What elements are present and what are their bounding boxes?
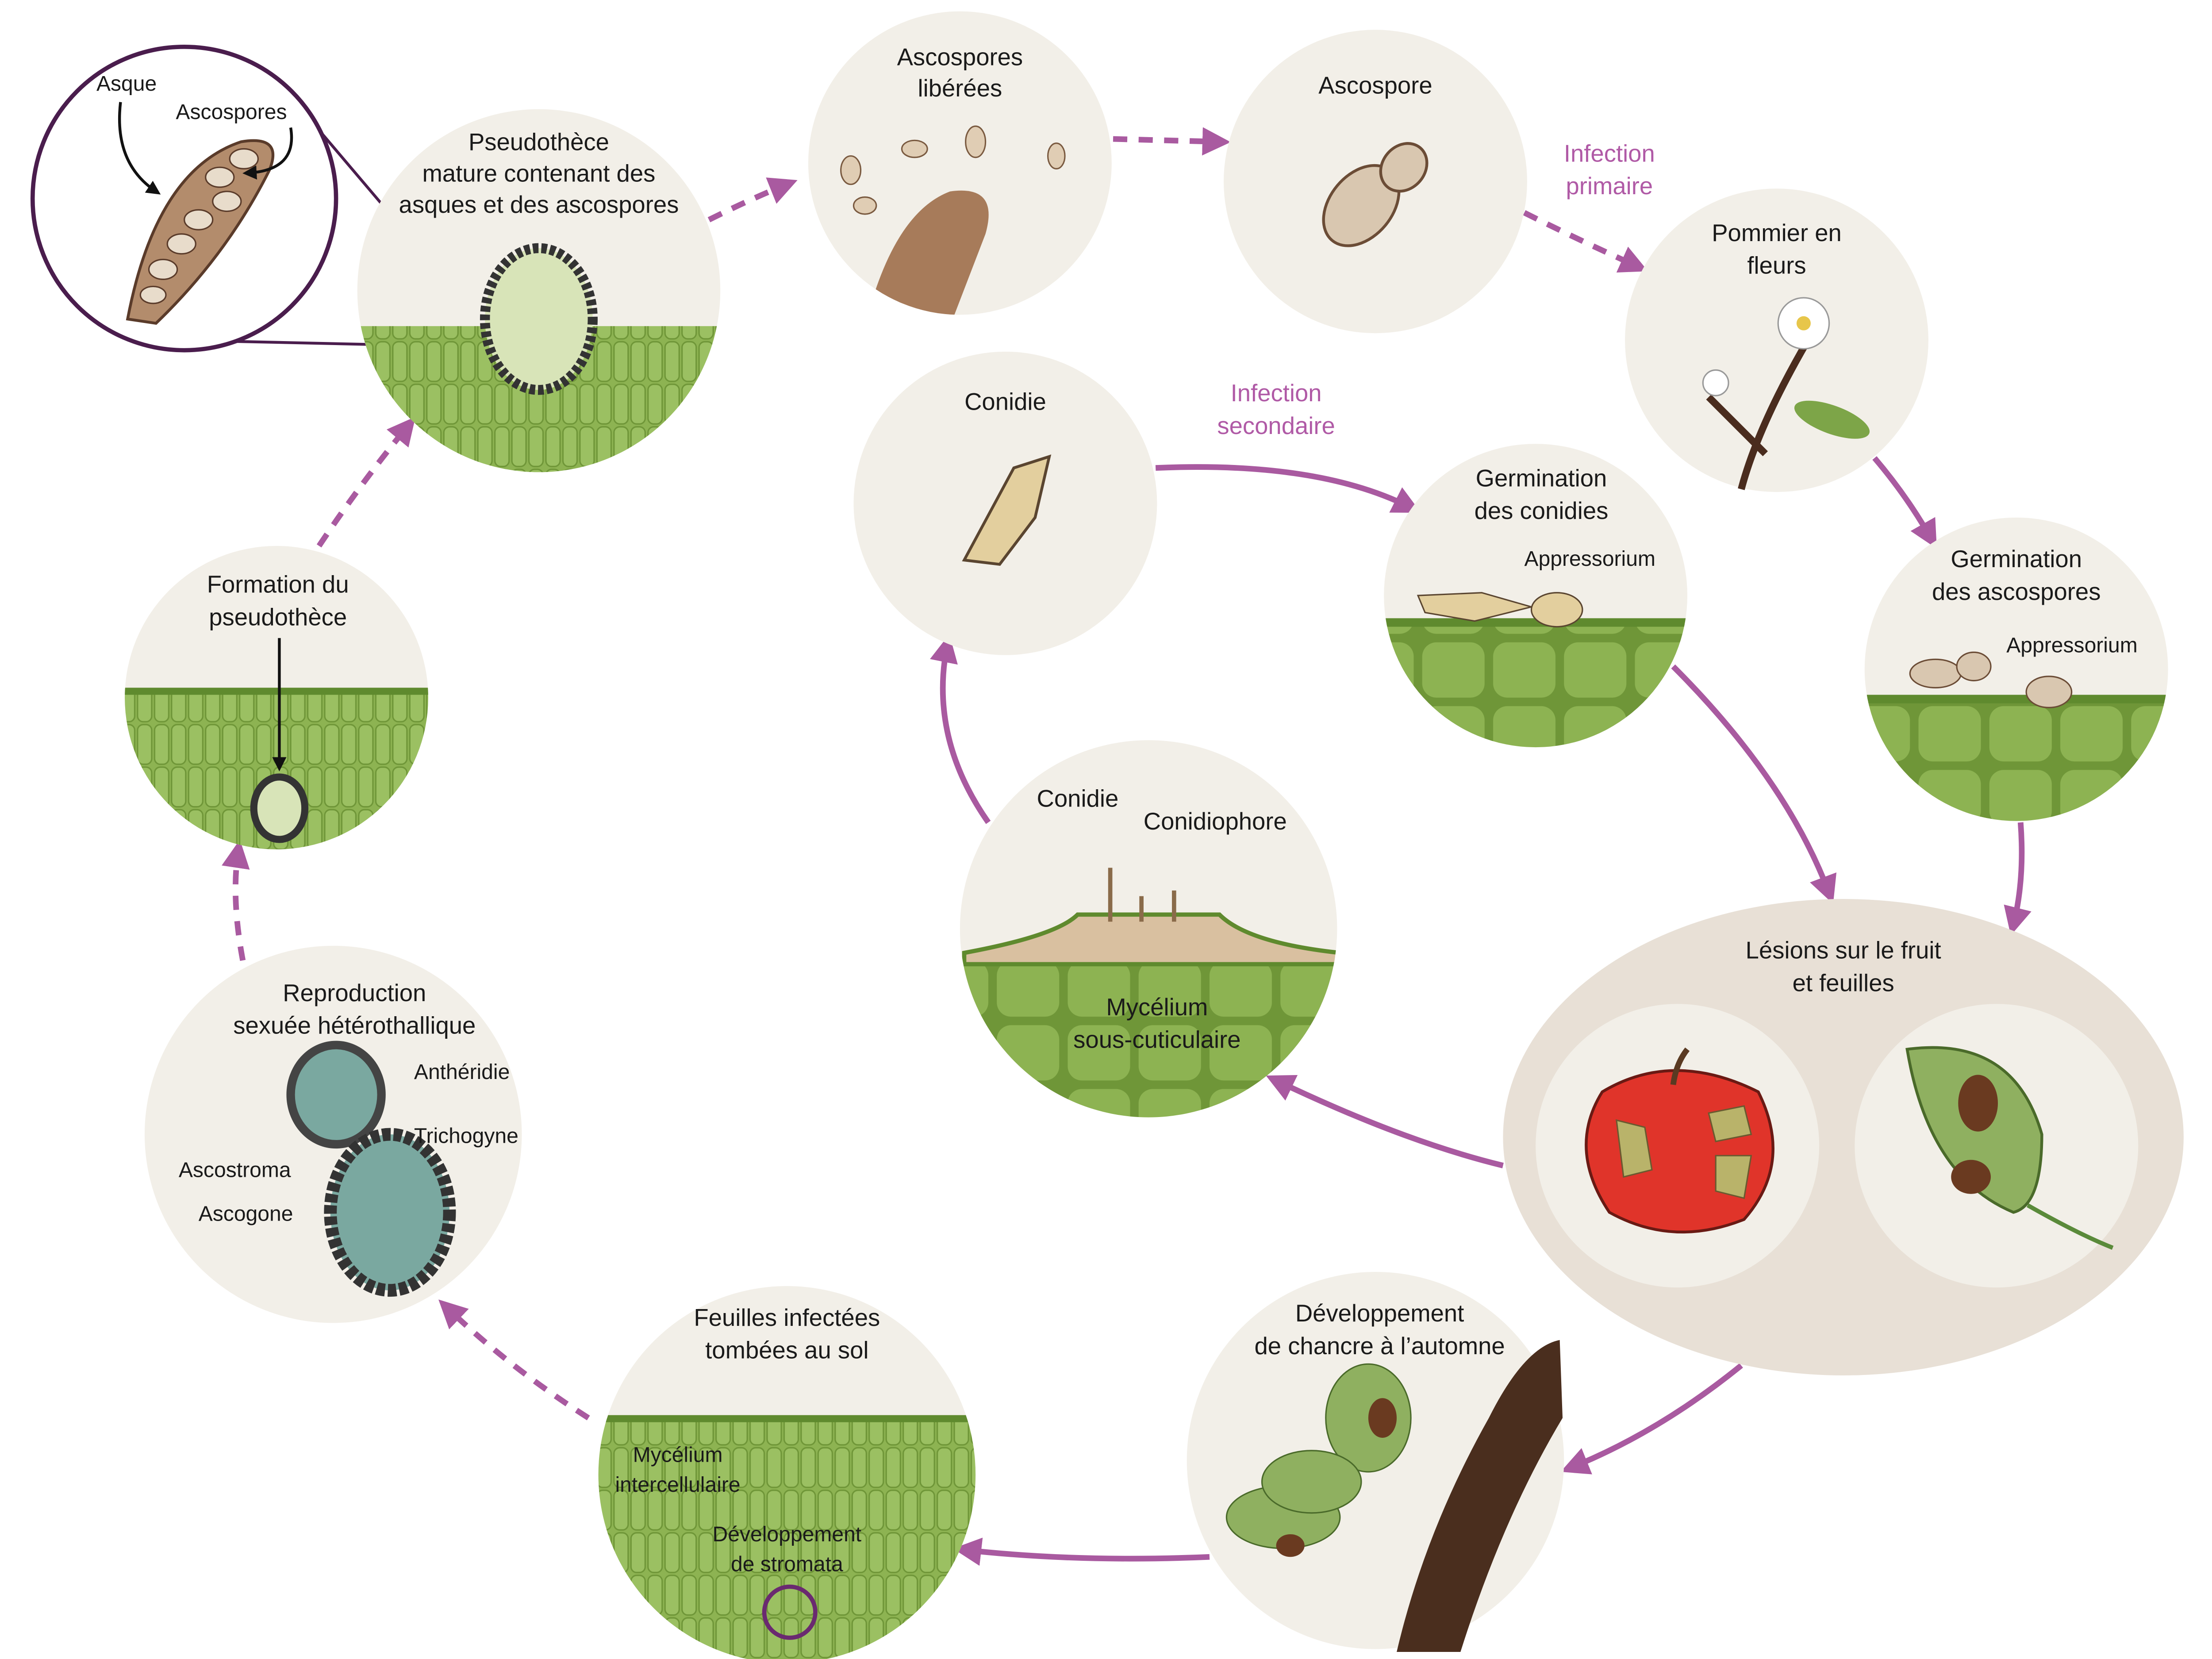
stage-feuilles-tombees: Feuilles infectées tombées au sol Mycéli… — [598, 1286, 976, 1659]
stromata-label: de stromata — [731, 1552, 843, 1576]
asque-label: Asque — [96, 72, 157, 96]
stage-label: Germination — [1476, 465, 1607, 492]
stage-label: des conidies — [1475, 497, 1609, 524]
ascogone-label: Ascogone — [199, 1202, 293, 1226]
stage-label: de chancre à l’automne — [1254, 1333, 1505, 1359]
stage-germination-ascospores: Germination des ascospores Appressorium — [1864, 517, 2168, 821]
stage-lesions: Lésions sur le fruit et feuilles — [1503, 899, 2184, 1375]
infection-secondaire-label: Infection — [1231, 380, 1322, 407]
stage-pseudotheque: Pseudothèce mature contenant des asques … — [357, 109, 721, 472]
ascospores-label: Ascospores — [176, 100, 287, 124]
stage-label: Développement — [1295, 1300, 1464, 1327]
stage-conidiophore: Conidie Conidiophore Mycélium sous-cutic… — [960, 740, 1337, 1118]
appressorium-label: Appressorium — [2006, 633, 2138, 657]
mycelium-label: intercellulaire — [615, 1473, 740, 1497]
conidiophore-label: Conidiophore — [1144, 808, 1287, 835]
stage-formation-pseudotheque: Formation du pseudothèce — [125, 545, 428, 849]
stage-label: asques et des ascospores — [399, 191, 679, 218]
mycelium-label: Mycélium — [633, 1443, 723, 1467]
stage-label: mature contenant des — [422, 160, 656, 187]
stage-pommier-en-fleurs: Pommier en fleurs — [1625, 188, 1928, 492]
antheridie-label: Anthéridie — [414, 1060, 510, 1084]
mycelium-label: sous-cuticulaire — [1073, 1026, 1240, 1053]
cycle-arrows — [222, 127, 2032, 1566]
stage-label: Feuilles infectées — [694, 1304, 880, 1331]
stage-label: libérées — [918, 75, 1002, 102]
ascostroma-label: Ascostroma — [179, 1158, 291, 1182]
conidie-label: Conidie — [1037, 785, 1119, 812]
stage-label: Reproduction — [283, 979, 426, 1006]
stage-reproduction: Anthéridie Trichogyne Ascostroma Ascogon… — [144, 945, 522, 1323]
stage-label: Pseudothèce — [469, 129, 609, 156]
stage-ascospore: Ascospore — [1224, 30, 1527, 334]
trichogyne-label: Trichogyne — [414, 1124, 518, 1148]
stage-chancre: Développement de chancre à l’automne — [1187, 1272, 1564, 1652]
infection-primaire-label: Infection — [1564, 140, 1655, 167]
stage-label: Conidie — [964, 388, 1046, 415]
stage-label: tombées au sol — [705, 1337, 868, 1364]
infection-secondaire-label: secondaire — [1217, 412, 1335, 439]
stage-label: Lésions sur le fruit — [1746, 937, 1941, 964]
stage-germination-conidies: Germination des conidies Appressorium — [1384, 444, 1688, 748]
stage-label: et feuilles — [1793, 969, 1894, 996]
mycelium-label: Mycélium — [1106, 994, 1208, 1021]
stage-label: des ascospores — [1932, 578, 2101, 605]
stage-label: Ascospore — [1318, 72, 1432, 99]
stromata-label: Développement — [713, 1522, 862, 1546]
stage-conidie: Conidie — [853, 351, 1157, 655]
stage-ascospores-liberees: Ascospores libérées — [808, 11, 1112, 315]
stage-label: Pommier en — [1712, 219, 1842, 246]
appressorium-label: Appressorium — [1525, 547, 1656, 571]
stage-label: pseudothèce — [209, 603, 347, 630]
stage-label: Germination — [1951, 545, 2082, 572]
stage-label: Ascospores — [897, 43, 1023, 70]
stage-label: fleurs — [1747, 252, 1806, 279]
infection-primaire-label: primaire — [1566, 173, 1653, 200]
stage-label: Formation du — [207, 571, 349, 598]
stage-label: sexuée hétérothallique — [233, 1012, 476, 1039]
